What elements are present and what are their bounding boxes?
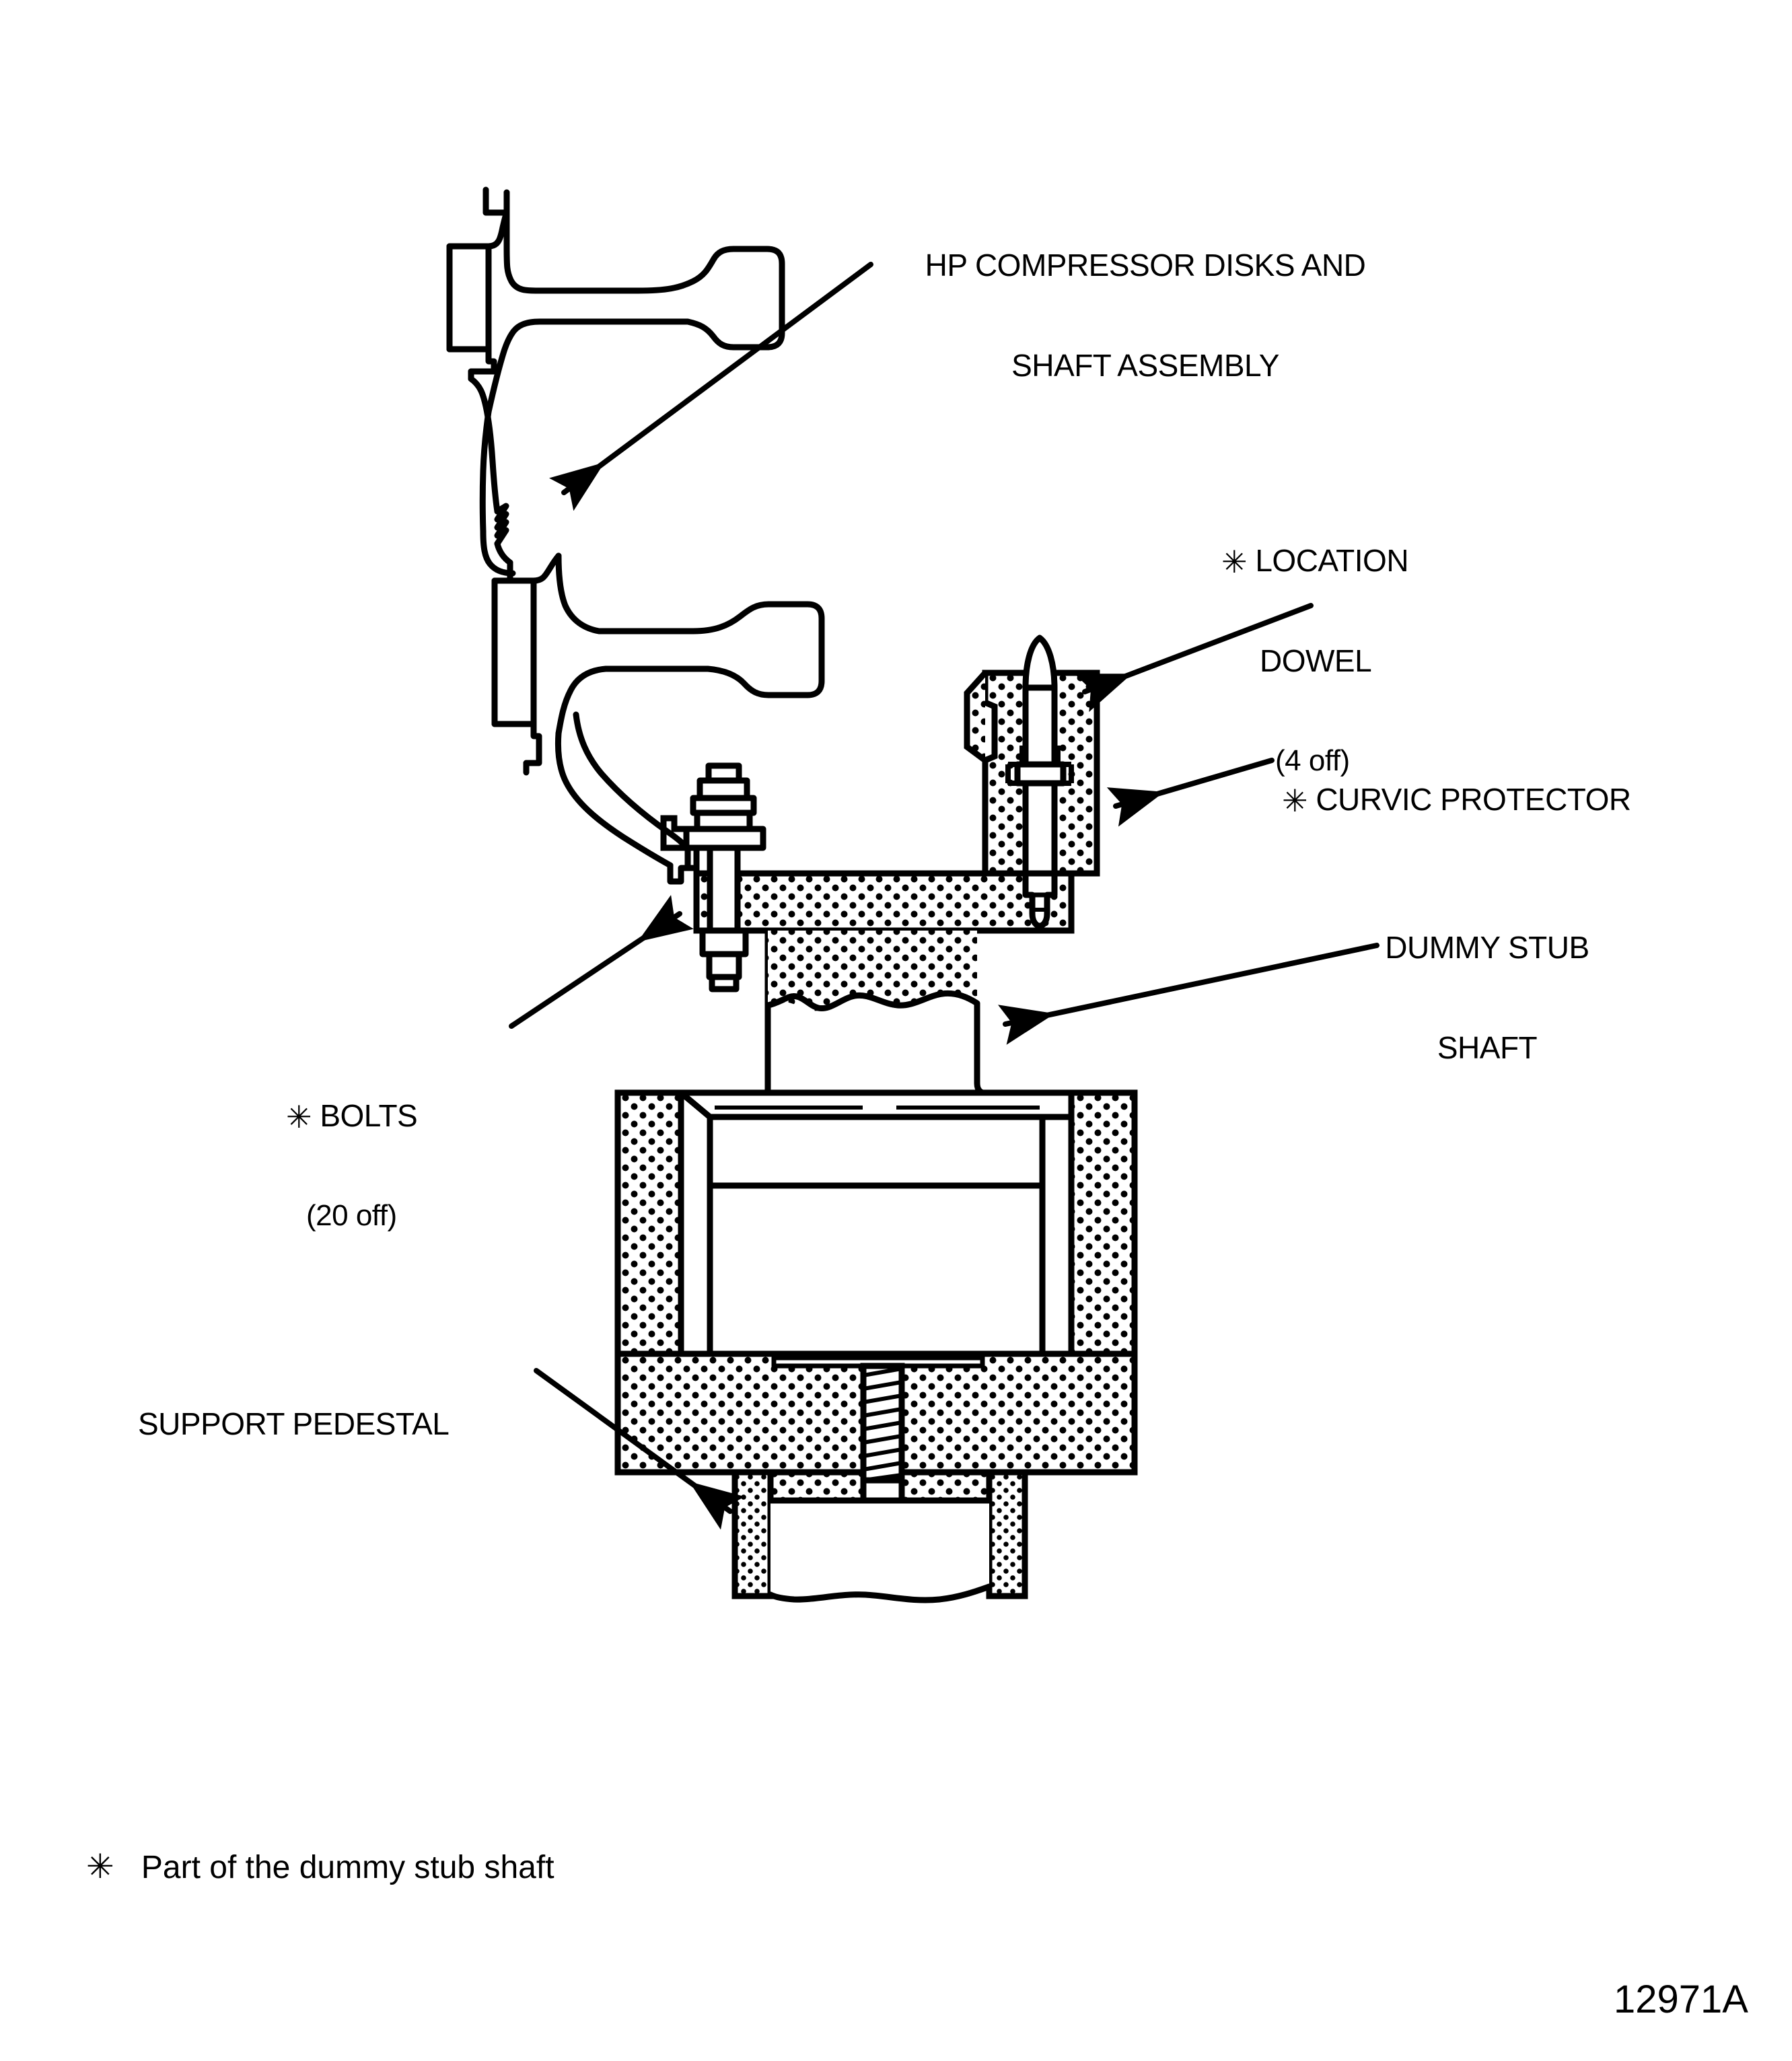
leader-curvic-protector (1106, 758, 1275, 827)
callout-support-pedestal: SUPPORT PEDESTAL (138, 1341, 548, 1508)
leader-bolts (509, 895, 694, 1029)
callout-line: HP COMPRESSOR DISKS AND (925, 248, 1366, 283)
footnote: ✳ Part of the dummy stub shaft (86, 1849, 554, 1886)
callout-line: ✳ CURVIC PROTECTOR (1282, 783, 1792, 817)
asterisk-marker-icon: ✳ (286, 1099, 312, 1136)
callout-text: CURVIC PROTECTOR (1316, 782, 1631, 818)
callout-hp-compressor-disks-and-shaft-assembly: HP COMPRESSOR DISKS AND SHAFT ASSEMBLY (859, 182, 1431, 449)
location-dowel-pin (1014, 635, 1067, 929)
leader-hp-compressor (549, 262, 873, 511)
callout-line: ✳ BOLTS (286, 1099, 508, 1133)
asterisk-marker-icon: ✳ (1282, 783, 1308, 820)
callout-curvic-protector: ✳ CURVIC PROTECTOR (1282, 717, 1792, 883)
asterisk-marker-icon: ✳ (86, 1847, 114, 1886)
support-pedestal-body (614, 1089, 1138, 1603)
leader-location-dowel (1074, 603, 1314, 713)
dummy-stub-shaft-body (693, 870, 1075, 1102)
footnote-text: Part of the dummy stub shaft (141, 1850, 554, 1885)
callout-dummy-stub-shaft: DUMMY STUB SHAFT (1329, 865, 1645, 1132)
callout-line: (20 off) (306, 1199, 397, 1233)
callout-line: SUPPORT PEDESTAL (138, 1406, 450, 1442)
callout-location-dowel: ✳ LOCATION DOWEL (4 off) (1221, 478, 1571, 844)
flange-joint-detail (660, 815, 700, 873)
leader-lines (509, 262, 1379, 1530)
leader-dummy-stub-shaft (998, 943, 1379, 1045)
callout-line: (4 off) (1275, 744, 1350, 778)
callout-line: ✳ LOCATION (1221, 544, 1571, 578)
callout-line: SHAFT (1437, 1030, 1538, 1066)
flange-bolt-assembly-left (683, 762, 766, 992)
callout-text: BOLTS (320, 1098, 418, 1134)
callout-line: SHAFT ASSEMBLY (1011, 348, 1279, 384)
figure-reference-code: 12971A (1614, 1978, 1748, 2021)
callout-bolts: ✳ BOLTS (20 off) (286, 1033, 508, 1299)
hp-compressor-disks-and-shaft-assembly-outline (446, 186, 825, 885)
leader-support-pedestal (534, 1368, 745, 1530)
callout-text: LOCATION (1255, 543, 1409, 579)
callout-line: DUMMY STUB (1385, 930, 1589, 966)
callout-line: DOWEL (1260, 643, 1372, 679)
asterisk-marker-icon: ✳ (1221, 544, 1248, 581)
